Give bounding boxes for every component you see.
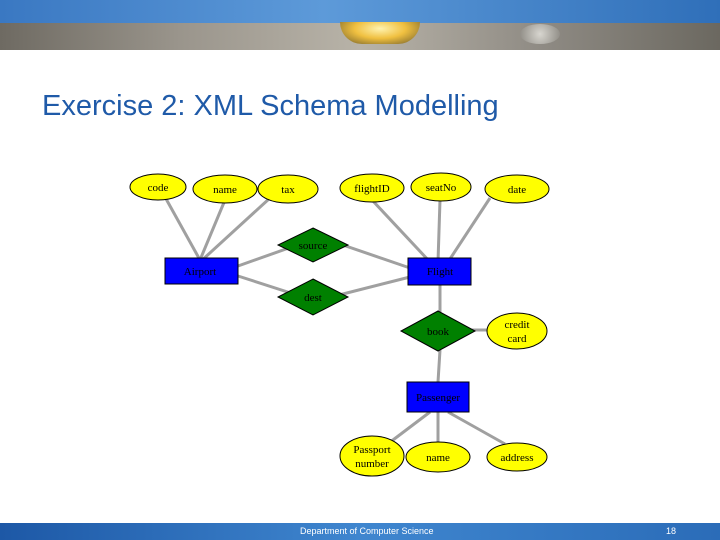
label-seatno: seatNo xyxy=(426,182,457,194)
label-source: source xyxy=(299,240,328,252)
attribute-name xyxy=(192,174,258,204)
attribute-tax xyxy=(257,174,319,204)
relationship-dest xyxy=(276,278,350,316)
footer-department: Department of Computer Science xyxy=(300,526,434,536)
header-banner xyxy=(0,0,720,50)
connector-name-airport xyxy=(198,199,227,261)
connector-source-flight xyxy=(339,242,411,270)
label-address: address xyxy=(501,452,534,464)
ceiling-lamp-image xyxy=(340,22,420,44)
entity-flight xyxy=(407,257,472,286)
attribute-passport-number xyxy=(339,435,405,477)
entity-passenger xyxy=(406,381,470,413)
attribute-passenger-name xyxy=(405,441,471,473)
entity-airport xyxy=(164,257,239,285)
label-passenger: Passenger xyxy=(416,392,460,404)
connector-flightid-flight xyxy=(370,198,432,264)
page-number: 18 xyxy=(666,526,677,536)
attribute-address xyxy=(486,442,548,472)
connector-dest-flight xyxy=(334,275,411,298)
connector-passenger-address xyxy=(447,410,506,446)
connector-seatno-flight xyxy=(436,199,442,263)
label-passenger-name: name xyxy=(426,452,450,464)
connector-date-flight xyxy=(446,197,492,263)
slide-title: Exercise 2: XML Schema Modelling xyxy=(42,90,499,122)
relationship-source xyxy=(276,227,350,263)
label-dest: dest xyxy=(304,292,322,304)
label-name: name xyxy=(213,184,237,196)
connector-code-airport xyxy=(163,196,202,261)
ceiling-fixture-image xyxy=(520,24,560,44)
connector-tax-airport xyxy=(198,196,272,264)
attribute-seatno xyxy=(410,172,472,202)
attribute-flightid xyxy=(339,173,405,203)
attribute-date xyxy=(484,174,550,204)
attribute-code xyxy=(129,173,187,201)
label-airport: Airport xyxy=(184,266,216,278)
relationship-book xyxy=(399,310,477,352)
label-book: book xyxy=(427,326,450,338)
label-tax: tax xyxy=(281,184,295,196)
label-flight: Flight xyxy=(427,266,453,278)
label-flightid: flightID xyxy=(354,183,389,195)
attribute-credit-card xyxy=(486,312,548,350)
label-date: date xyxy=(508,184,526,196)
connector-book-passenger xyxy=(436,349,442,383)
label-code: code xyxy=(148,182,169,194)
header-bar xyxy=(0,0,720,23)
footer-bar: Department of Computer Science 18 xyxy=(0,523,720,540)
